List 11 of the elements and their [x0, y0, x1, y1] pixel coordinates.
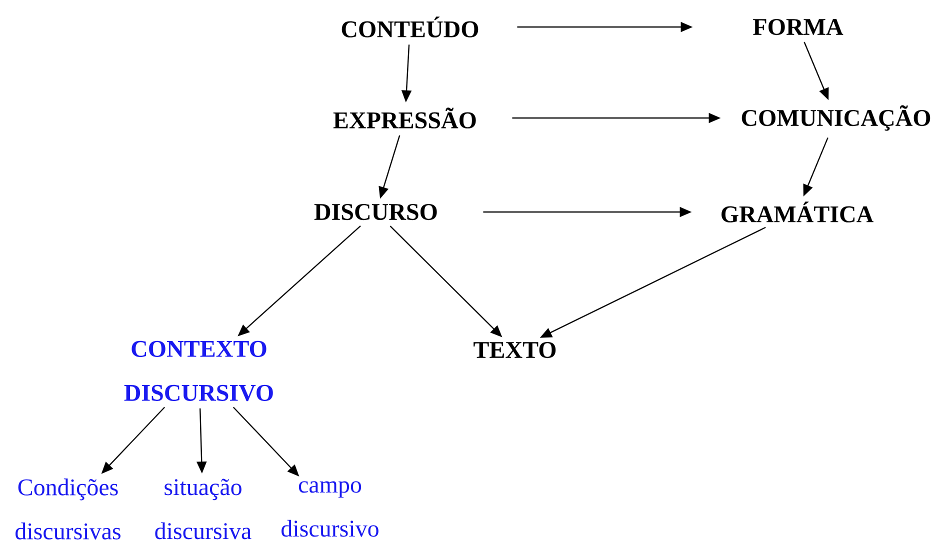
term-label: COMUNICAÇÃO — [742, 105, 930, 131]
term-label: DISCURSO — [314, 204, 437, 220]
term-label: TEXTO — [474, 342, 556, 358]
term-label: FORMA — [753, 18, 844, 36]
subterm-label: situação discursiva — [155, 478, 252, 540]
subterm-label: campo discursivo — [282, 481, 378, 537]
term-label: GRAMÁTICA — [722, 202, 874, 222]
subterm-label: Condições discursivas — [16, 478, 120, 540]
term-label: EXPRESSÃO — [333, 108, 476, 128]
term-label: CONTEÚDO — [342, 16, 478, 38]
term-label: CONTEXTO DISCURSIVO — [124, 340, 273, 402]
